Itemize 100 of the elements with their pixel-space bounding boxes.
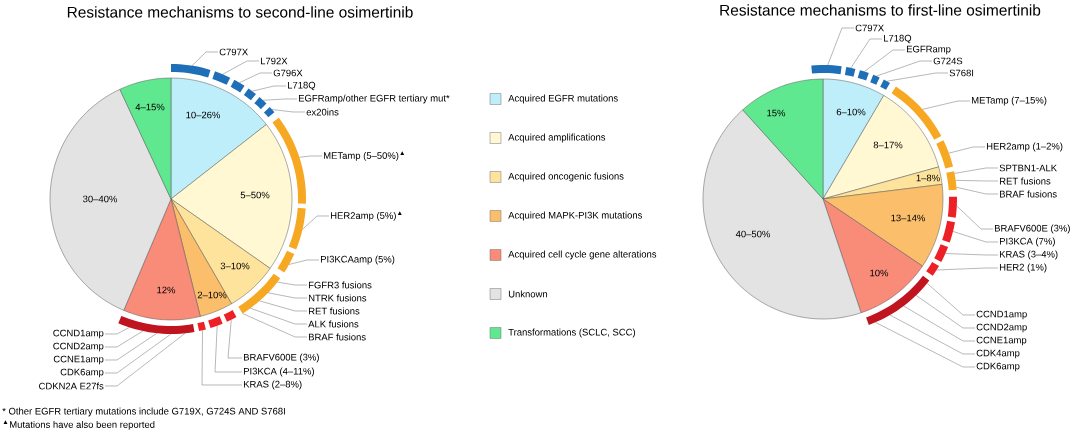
- leader-line: [936, 267, 999, 271]
- leader-line: [288, 259, 320, 265]
- segment-label: CDK4amp: [976, 349, 1020, 359]
- arc-segment: [288, 207, 306, 250]
- leader-line: [889, 314, 976, 355]
- leader-line: [850, 38, 883, 69]
- arc-segment: [857, 70, 869, 81]
- segment-label: HER2amp (1–2%): [987, 142, 1063, 152]
- leader-line: [864, 49, 906, 72]
- leader-line: [104, 333, 158, 361]
- segment-label: BRAFV600E (3%): [244, 353, 319, 363]
- leader-line: [252, 85, 287, 92]
- segment-label: EGFRamp/other EGFR tertiary mut*: [299, 94, 450, 104]
- arc-segment: [254, 97, 267, 110]
- leader-line: [250, 308, 308, 325]
- legend-label: Acquired oncogenic fusions: [508, 172, 624, 182]
- segment-label: G796X: [273, 69, 303, 77]
- leader-line: [956, 205, 994, 230]
- leader-line: [886, 72, 949, 82]
- arc-segment: [243, 88, 256, 101]
- arc-segment: [238, 273, 281, 314]
- segment-label: CCNE1amp: [976, 336, 1027, 346]
- leader-line: [954, 167, 999, 174]
- arc-segment: [926, 262, 940, 276]
- leader-line: [242, 313, 308, 338]
- footnote: $^{▲}$Mutations have also been reported: [3, 420, 155, 430]
- arc-segment: [946, 171, 957, 191]
- arc-segment: [891, 86, 942, 140]
- segment-label: EGFRamp: [907, 45, 951, 55]
- arc-segment: [171, 64, 211, 78]
- segment-label: SPTBN1-ALK: [999, 164, 1057, 172]
- leader-line: [952, 231, 999, 243]
- segment-label: RET fusions: [1000, 177, 1051, 185]
- leader-line: [214, 325, 243, 373]
- legend-label: Acquired EGFR mutations: [508, 94, 618, 104]
- arc-segment: [263, 106, 275, 118]
- leader-line: [259, 300, 308, 312]
- legend-label: Acquired cell cycle gene alterations: [508, 250, 657, 260]
- leader-line: [299, 155, 323, 158]
- leader-line: [222, 60, 260, 75]
- pie-slice: 1–8%: [822, 166, 943, 200]
- leader-line: [903, 305, 976, 342]
- arc-segment: [844, 67, 856, 77]
- arc-segment: [870, 74, 880, 85]
- segment-label: C797X: [219, 48, 248, 56]
- segment-label: L718Q: [884, 34, 912, 44]
- segment-label: L792X: [261, 57, 288, 65]
- arc-segment: [212, 71, 231, 85]
- segment-label: METamp (7–15%): [972, 96, 1047, 106]
- arc-segment: [230, 79, 245, 93]
- segment-label: CCND1amp: [976, 310, 1027, 320]
- arc-segment: [277, 250, 295, 273]
- segment-label: CCND1amp: [53, 329, 104, 339]
- segment-label: S768I: [949, 69, 974, 77]
- segment-label: NTRK fusions: [309, 294, 367, 302]
- segment-label: G724S: [933, 57, 963, 65]
- segment-label: FGFR3 fusions: [309, 281, 372, 289]
- legend-label: Acquired amplifications: [508, 133, 606, 143]
- leader-line: [955, 180, 999, 182]
- segment-label: HER2amp (5%)$^{▲}$: [331, 211, 402, 221]
- arc-segment: [936, 140, 953, 169]
- leader-line: [827, 27, 855, 66]
- segment-label: KRAS (2–8%): [244, 380, 302, 390]
- leader-line: [277, 281, 308, 286]
- segment-label: PI3KCA (7%): [1000, 237, 1055, 247]
- leader-line: [945, 253, 999, 256]
- arc-segment: [208, 316, 223, 329]
- segment-label: C797X: [855, 24, 884, 32]
- segment-label: BRAFV600E (3%): [995, 224, 1070, 234]
- arc-segment: [118, 315, 195, 334]
- arc-segment: [947, 196, 957, 218]
- legend-label: Transformations (SCLC, SCC): [508, 328, 636, 338]
- segment-label: CDK6amp: [976, 362, 1020, 372]
- leader-line: [875, 322, 976, 368]
- leader-line: [201, 330, 243, 386]
- footnote: * Other EGFR tertiary mutations include G719X, G724S AND S768I: [2, 407, 285, 417]
- segment-label: HER2 (1%): [1000, 263, 1047, 273]
- arc-segment: [811, 65, 842, 75]
- pie-slice: 15%: [742, 78, 824, 200]
- segment-label: METamp (5–50%)$^{▲}$: [324, 151, 405, 161]
- legend-label: Unknown: [508, 290, 548, 298]
- leader-line: [104, 333, 186, 387]
- segment-label: RET fusions: [309, 307, 360, 315]
- arc-segment: [866, 275, 930, 325]
- arc-segment: [934, 244, 949, 262]
- leader-line: [239, 72, 273, 83]
- segment-label: CCNE1amp: [53, 355, 104, 365]
- segment-label: BRAF fusions: [1000, 190, 1057, 198]
- arc-segment: [223, 310, 237, 322]
- leader-line: [267, 292, 308, 299]
- segment-label: BRAF fusions: [309, 333, 366, 341]
- leader-line: [227, 319, 243, 359]
- segment-label: CDKN2A E27fs: [39, 382, 104, 390]
- leader-line: [104, 330, 144, 348]
- segment-label: CCND2amp: [976, 323, 1027, 333]
- segment-label: CDK6amp: [60, 368, 104, 378]
- arc-segment: [880, 79, 890, 90]
- arc-segment: [272, 117, 306, 204]
- leader-line: [271, 109, 306, 113]
- segment-label: CCND2amp: [53, 342, 104, 352]
